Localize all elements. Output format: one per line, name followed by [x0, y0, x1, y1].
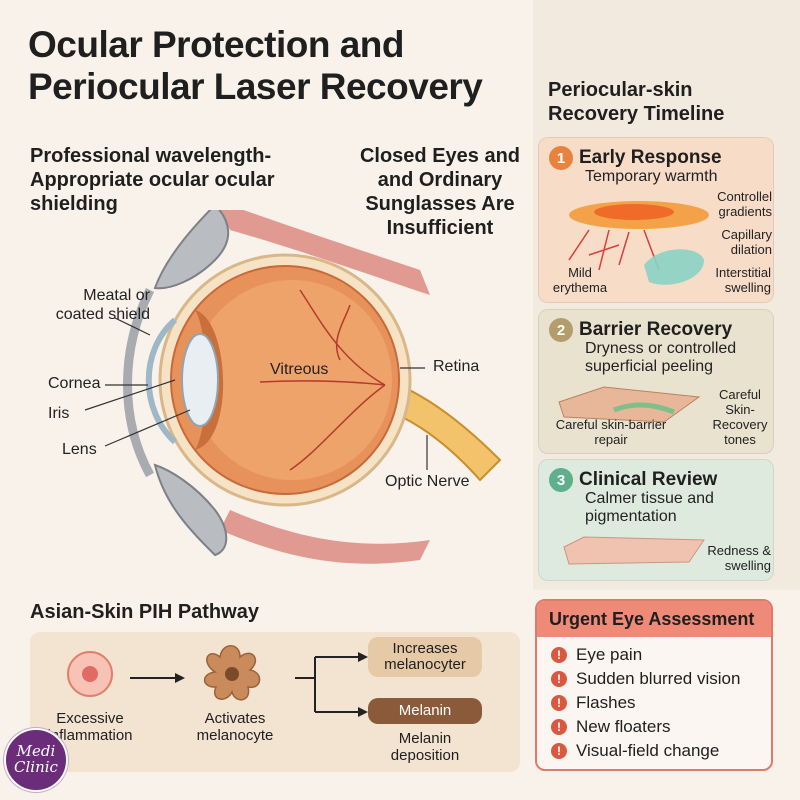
timeline-card-clinical-review: 3 Clinical Review Calmer tissue and pigm…	[538, 459, 774, 581]
pih-out-melanin: Melanin	[368, 698, 482, 724]
label-swelling: Interstitial swelling	[715, 265, 771, 295]
urgent-eye-assessment-box: Urgent Eye Assessment !Eye pain !Sudden …	[535, 599, 773, 771]
alert-icon: !	[551, 647, 567, 663]
pih-step-activates: Activates melanocyte	[196, 710, 274, 745]
step-number-badge: 3	[549, 468, 573, 492]
urgent-list: !Eye pain !Sudden blurred vision !Flashe…	[537, 637, 771, 763]
label-lens: Lens	[62, 441, 97, 458]
urgent-title: Urgent Eye Assessment	[537, 601, 771, 637]
label-capillary: Capillary dilation	[721, 227, 772, 257]
label-barrier-repair: Careful skin-barrier repair	[555, 417, 667, 447]
skin-barrier-illustration	[558, 386, 701, 423]
step-number-badge: 1	[549, 146, 573, 170]
timeline-card-early-response: 1 Early Response Temporary warmth Contro…	[538, 137, 774, 303]
pih-pathway-diagram	[67, 645, 368, 717]
card-description: Dryness or controlled superficial peelin…	[585, 340, 737, 376]
skin-inflammation-illustration	[568, 201, 709, 285]
label-erythema: Mild erythema	[552, 265, 608, 295]
card-description: Calmer tissue and pigmentation	[585, 490, 714, 526]
step-number-badge: 2	[549, 318, 573, 342]
label-redness: Redness & swelling	[707, 543, 771, 573]
alert-icon: !	[551, 719, 567, 735]
list-item: !Flashes	[551, 691, 771, 715]
list-item: !Eye pain	[551, 643, 771, 667]
pih-out-increases: Increases melanocyter	[368, 637, 482, 677]
page-title: Ocular Protection and Periocular Laser R…	[28, 24, 483, 107]
label-recovery-tones: Careful Skin-Recovery tones	[712, 387, 768, 447]
card-title: Barrier Recovery	[579, 319, 733, 340]
label-optic-nerve: Optic Nerve	[385, 473, 470, 490]
insufficient-subtitle: Closed Eyes and and Ordinary Sunglasses …	[359, 145, 521, 239]
eye-cross-section-diagram	[84, 210, 502, 564]
label-cornea: Cornea	[48, 375, 101, 392]
calm-skin-illustration	[563, 536, 705, 565]
label-retina: Retina	[433, 358, 480, 375]
pih-title: Asian-Skin PIH Pathway	[30, 601, 259, 623]
alert-icon: !	[551, 671, 567, 687]
list-item: !Visual-field change	[551, 739, 771, 763]
shielding-subtitle: Professional wavelength-Appropriate ocul…	[30, 145, 275, 215]
medi-clinic-logo: Medi Clinic	[4, 728, 68, 792]
list-item: !New floaters	[551, 715, 771, 739]
label-vitreous: Vitreous	[270, 361, 329, 378]
label-gradients: Controllel gradients	[717, 189, 772, 219]
timeline-card-barrier-recovery: 2 Barrier Recovery Dryness or controlled…	[538, 309, 774, 454]
card-title: Early Response	[579, 147, 722, 168]
label-iris: Iris	[48, 405, 70, 422]
list-item: !Sudden blurred vision	[551, 667, 771, 691]
alert-icon: !	[551, 695, 567, 711]
pih-out-deposition: Melanin deposition	[390, 730, 460, 765]
card-title: Clinical Review	[579, 469, 718, 490]
timeline-title: Periocular-skin Recovery Timeline	[548, 79, 725, 125]
alert-icon: !	[551, 743, 567, 759]
label-shield: Meatal or coated shield	[55, 287, 150, 324]
pih-step-inflammation: Excessive inflammation	[47, 710, 133, 745]
card-description: Temporary warmth	[585, 168, 718, 185]
